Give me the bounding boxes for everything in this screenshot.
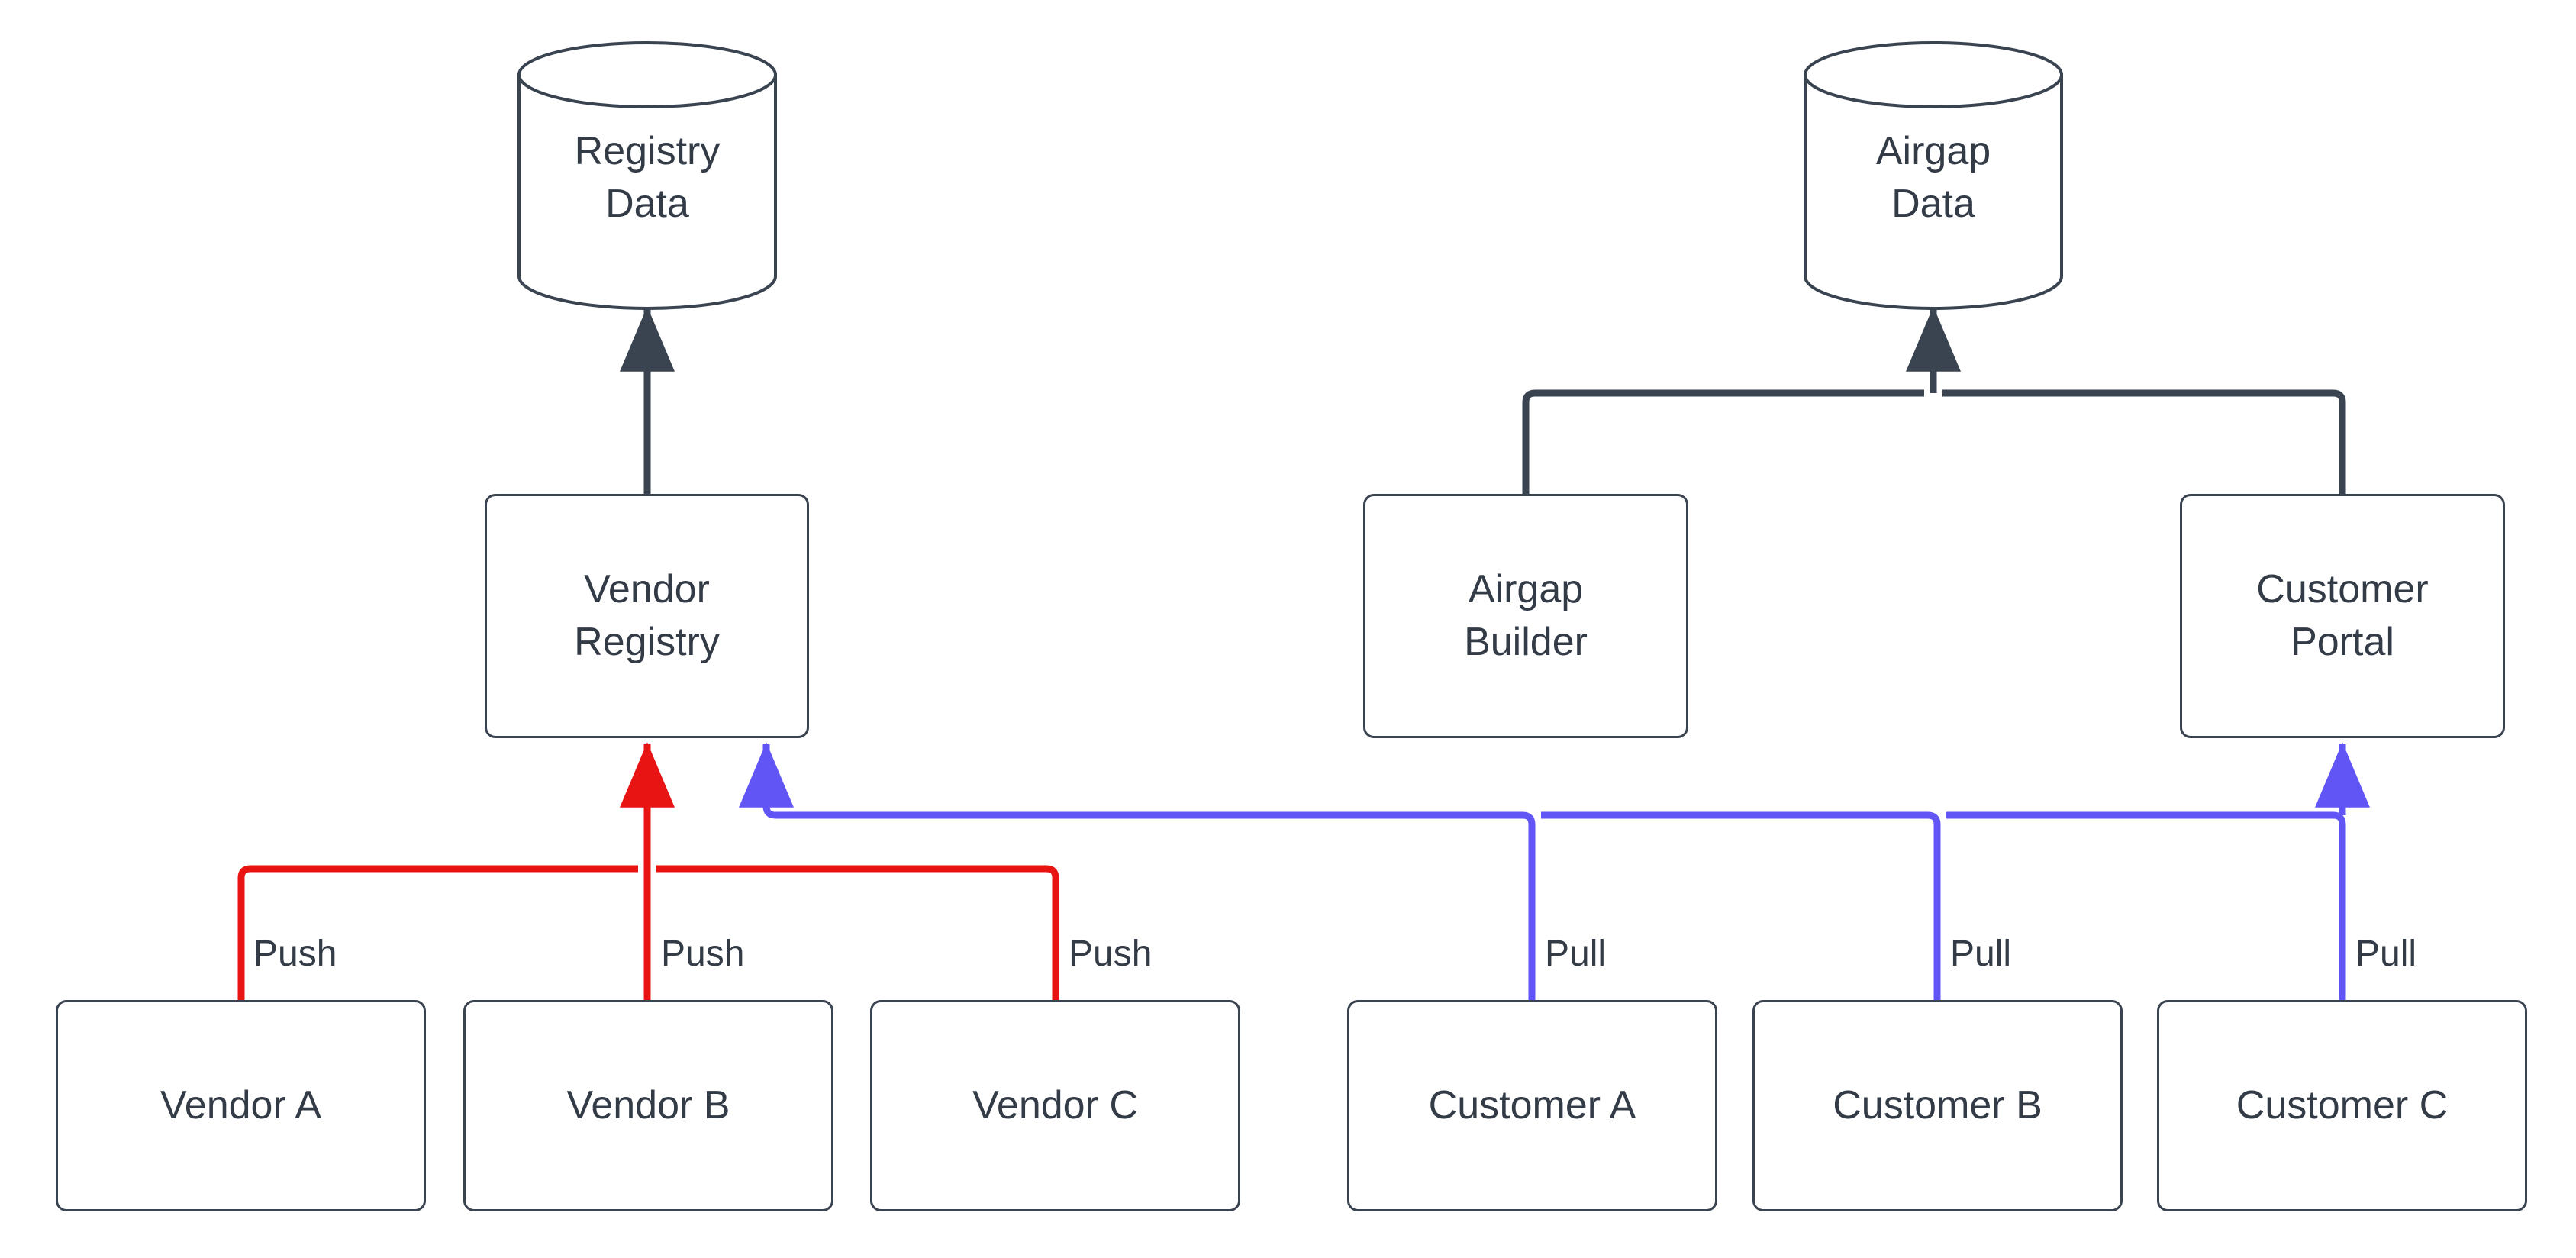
edge-vendor-a-push xyxy=(237,865,638,1000)
node-airgap-builder[interactable]: Airgap Builder xyxy=(1363,494,1688,738)
edge-customer-c-pull xyxy=(1946,811,2346,1000)
node-vendor-registry[interactable]: Vendor Registry xyxy=(485,494,809,738)
customer-b-label: Customer B xyxy=(1833,1083,2042,1128)
registry-data-label: Registry Data xyxy=(574,129,721,226)
edge-customer-a-pull xyxy=(739,742,1536,1000)
vendor-b-label: Vendor B xyxy=(566,1083,730,1128)
node-customer-a[interactable]: Customer A xyxy=(1347,1000,1717,1211)
vendor-registry-label: Vendor Registry xyxy=(574,567,720,664)
customer-a-label: Customer A xyxy=(1428,1083,1636,1128)
edge-label-push-a: Push xyxy=(253,934,337,974)
airgap-data-cylinder xyxy=(1804,41,2063,310)
edge-customer-b-pull xyxy=(1541,811,1941,1000)
registry-data-cylinder xyxy=(517,41,777,310)
node-vendor-a[interactable]: Vendor A xyxy=(56,1000,426,1211)
airgap-data-label: Airgap Data xyxy=(1875,129,1991,226)
edge-label-pull-b: Pull xyxy=(1950,934,2012,974)
edge-label-pull-c: Pull xyxy=(2355,934,2417,974)
node-customer-b[interactable]: Customer B xyxy=(1752,1000,2123,1211)
customer-c-label: Customer C xyxy=(2236,1083,2449,1128)
edge-label-pull-a: Pull xyxy=(1545,934,1607,974)
edge-vendor-c-push xyxy=(656,865,1059,1000)
registry-data-store: Registry Data xyxy=(519,75,775,276)
edge-label-push-b: Push xyxy=(661,934,745,974)
vendor-c-label: Vendor C xyxy=(972,1083,1138,1128)
edge-label-push-c: Push xyxy=(1069,934,1153,974)
edge-airgap-builder-to-airgap-data xyxy=(1522,389,1924,494)
node-customer-portal[interactable]: Customer Portal xyxy=(2180,494,2505,738)
airgap-builder-label: Airgap Builder xyxy=(1464,567,1588,664)
node-vendor-c[interactable]: Vendor C xyxy=(870,1000,1240,1211)
vendor-a-label: Vendor A xyxy=(160,1083,322,1128)
node-vendor-b[interactable]: Vendor B xyxy=(463,1000,833,1211)
customer-portal-label: Customer Portal xyxy=(2256,567,2429,664)
node-customer-c[interactable]: Customer C xyxy=(2157,1000,2527,1211)
airgap-data-store: Airgap Data xyxy=(1805,75,2062,276)
edge-customer-portal-to-airgap-data xyxy=(1942,389,2346,494)
